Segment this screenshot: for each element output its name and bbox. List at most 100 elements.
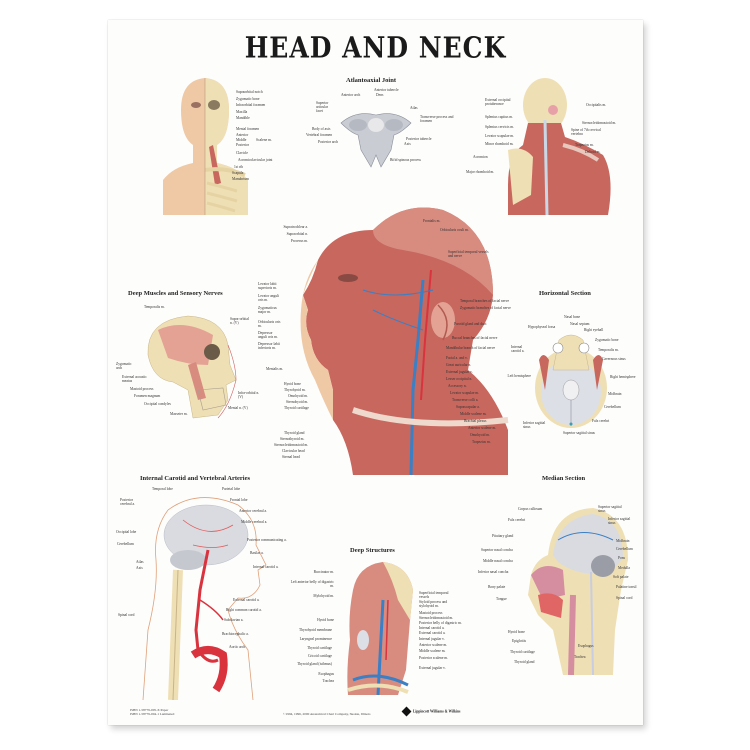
label: Trachea <box>574 655 586 659</box>
label: Anterior scalene m. <box>468 426 497 430</box>
label: Cerebellum <box>604 405 621 409</box>
label: Supratrochlear a. <box>283 225 308 229</box>
label: Subclavian a. <box>224 618 244 622</box>
label: Occipitalis m. <box>586 103 607 107</box>
label: Esophagus <box>318 672 334 676</box>
label: Temporalis m. <box>144 305 165 309</box>
label: Nasal bone <box>564 315 581 319</box>
label: Infra-orbital n. (V) <box>238 391 260 400</box>
deep-structures-figure <box>347 562 413 695</box>
label: Buccinator m. <box>313 570 334 574</box>
label: Styloid process and stylohyoid m. <box>419 600 448 609</box>
label: Brachial plexus <box>464 419 487 423</box>
label: Basilar a. <box>250 551 264 555</box>
label: Great auricular n. <box>446 363 472 367</box>
label: Cavernous sinus <box>602 357 626 361</box>
label: Superior sagittal sinus <box>563 431 595 435</box>
horizontal-brain-section-figure <box>535 334 607 428</box>
label: External carotid a. <box>419 631 446 635</box>
label: Thyrohyoid membrane <box>298 628 332 632</box>
anatomy-poster: HEAD AND NECK Supraorbital notch Zygomat… <box>108 20 643 725</box>
label: Lesser occipital n. <box>446 377 473 381</box>
copyright: ©1994, 1996, 2000 Anatomical Chart Compa… <box>283 712 371 716</box>
label: Infraorbital foramen <box>236 103 266 107</box>
label: Temporal branches of facial nerve <box>460 299 510 303</box>
label: Inferior sagittal sinus <box>523 421 546 430</box>
label: Mentalis m. <box>266 367 284 371</box>
label: Zygomatic arch <box>116 362 132 371</box>
section-title-deep-muscles: Deep Muscles and Sensory Nerves <box>128 290 223 297</box>
label: Inferior nasal concha <box>478 570 509 574</box>
label: Soft palate <box>613 575 629 579</box>
label: Acromion <box>473 155 488 159</box>
label: Internal carotid a. <box>419 626 445 630</box>
label: Anterior cerebral a. <box>239 509 268 513</box>
label: Trachea <box>322 679 334 683</box>
label: Internal jugular v. <box>419 637 445 641</box>
skull-muscles-figure <box>147 315 237 419</box>
label: Levator labii superioris m. <box>258 282 277 291</box>
label: Corpus callosum <box>518 507 543 511</box>
label: Zygomatic bone <box>236 97 260 101</box>
label: Vertebral foramen <box>306 133 333 137</box>
section-title-carotid: Internal Carotid and Vertebral Arteries <box>140 475 251 482</box>
label: Supraorbital n. <box>286 232 308 236</box>
label: Left hemisphere <box>507 374 531 378</box>
section-title-median: Median Section <box>542 475 586 482</box>
label: Anterior <box>236 133 249 137</box>
label: Superior articular facet <box>316 101 329 114</box>
label: Pituitary gland <box>492 534 514 538</box>
label: Superficial temporal vessels <box>419 591 449 600</box>
label: Hyoid bone <box>508 630 525 634</box>
label: External acoustic meatus <box>122 375 147 384</box>
label: Brachiocephalic a. <box>222 632 249 636</box>
label: Spinal cord <box>616 596 633 600</box>
label: Right eyeball <box>584 328 604 332</box>
label: Aortic arch <box>229 645 246 649</box>
label: External jugular v. <box>446 370 473 374</box>
label: Mandibular branch of facial nerve <box>446 346 496 350</box>
label: Thyroid cartilage <box>510 650 535 654</box>
label: Bifid spinous process <box>390 158 421 162</box>
label: Frontal lobe <box>230 498 248 502</box>
label: Mastoid process <box>130 387 154 391</box>
label: Trapezius m. <box>472 440 491 444</box>
label: Axis <box>404 142 411 146</box>
label: Suprascapular a. <box>456 405 480 409</box>
label: Spine of 7th cervical vertebra <box>571 128 601 137</box>
label: Cerebellum <box>117 542 134 546</box>
label: Middle <box>236 138 247 142</box>
label: Thyroid gland <box>514 660 535 664</box>
label: Clavicular head <box>282 449 305 453</box>
label: Parotid gland and duct <box>454 322 487 326</box>
label: Supra-orbital n. (V) <box>230 317 249 326</box>
label: External jugular v. <box>419 666 446 670</box>
label: Depressor anguli oris m. <box>258 331 278 340</box>
label: External carotid a. <box>233 598 260 602</box>
label: Mylohyoid m. <box>313 594 334 598</box>
main-head-neck-figure <box>300 207 509 475</box>
publisher-diamond-icon <box>401 706 412 717</box>
label: Splenius cervicis m. <box>485 125 515 129</box>
label: Inferior sagittal sinus <box>608 517 631 526</box>
label: Falx cerebri <box>508 518 526 522</box>
label: Spinal cord <box>118 613 135 617</box>
label: Trapezius m. <box>575 143 594 147</box>
label: Cricoid cartilage <box>307 654 332 658</box>
label: Atlas <box>410 106 418 110</box>
label: Middle cerebral a. <box>241 520 268 524</box>
label: Bony palate <box>488 585 506 589</box>
label: Posterior tubercle <box>406 137 432 141</box>
label: Thyrohyoid m. <box>284 388 306 392</box>
label: Maxilla <box>236 110 248 114</box>
label: Transverse colli a. <box>452 398 479 402</box>
label: 1st rib <box>234 165 244 169</box>
label: Laryngeal prominence <box>299 637 332 641</box>
label: Medulla <box>618 566 630 570</box>
label: Occipital condyles <box>144 402 171 406</box>
isbn-line-2: ISBN 1-58779-004-1 Laminated <box>130 712 175 716</box>
label: Posterior communicating a. <box>247 538 287 542</box>
section-title-atlantoaxial: Atlantoaxial Joint <box>346 77 397 84</box>
label: Posterior <box>236 143 249 147</box>
label: Palatine tonsil <box>616 585 637 589</box>
